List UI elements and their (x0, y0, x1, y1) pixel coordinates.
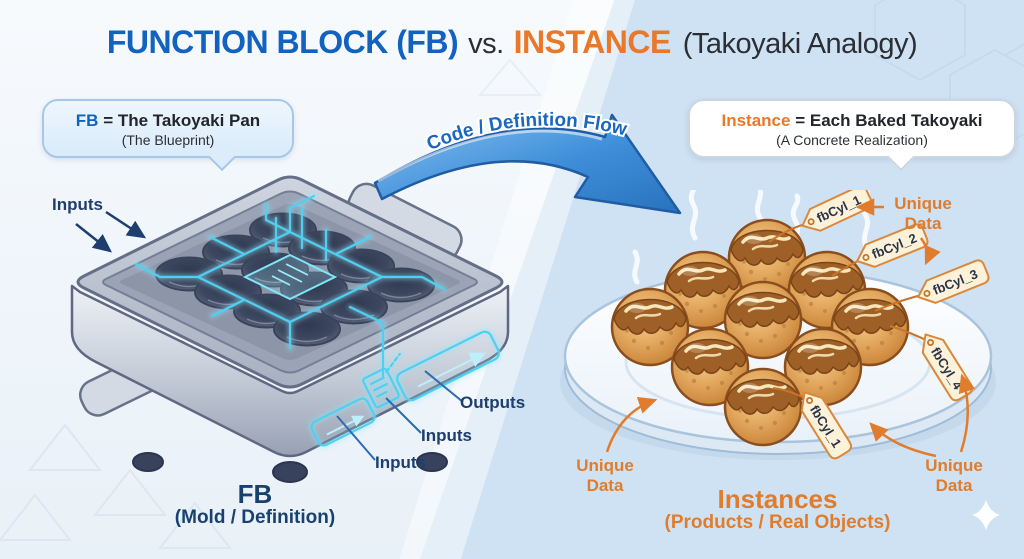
pan-inner-surface (120, 204, 460, 360)
instances-caption-title: Instances (717, 484, 838, 514)
fb-callout-bubble: FB = The Takoyaki Pan (The Blueprint) (42, 99, 294, 172)
title-vs: vs. (468, 28, 504, 60)
inputs-label-bottom: Inputs (375, 453, 426, 472)
instance-callout-subtitle: (A Concrete Realization) (776, 132, 928, 149)
pan-rim (102, 190, 478, 374)
unique-data-label-left: Unique Data (576, 456, 634, 495)
instance-callout-bubble: Instance = Each Baked Takoyaki (A Concre… (688, 99, 1016, 172)
instance-callout-text: Instance = Each Baked Takoyaki (702, 110, 1002, 131)
unique-data-label-right: Unique Data (925, 456, 983, 495)
title-suffix: (Takoyaki Analogy) (682, 28, 918, 60)
fb-callout-subtitle: (The Blueprint) (121, 132, 215, 149)
pan-handle-right (347, 182, 463, 262)
page-title: FUNCTION BLOCK (FB) vs. INSTANCE (Takoya… (0, 24, 1024, 61)
pan-handle-left (78, 339, 196, 417)
fb-callout-text: FB = The Takoyaki Pan (56, 110, 280, 131)
instance-callout-equals: = Each Baked Takoyaki (795, 111, 983, 130)
inputs-label-mid: Inputs (421, 426, 472, 445)
fb-callout-equals: = The Takoyaki Pan (103, 111, 261, 130)
fb-caption-title: FB (237, 479, 273, 509)
fb-caption: FB (Mold / Definition) (130, 479, 380, 529)
instances-caption: Instances (Products / Real Objects) (640, 484, 915, 534)
outputs-label: Outputs (460, 393, 526, 412)
title-function-block: FUNCTION BLOCK (FB) (106, 24, 459, 60)
instances-caption-subtitle: (Products / Real Objects) (664, 512, 891, 534)
inputs-label-top: Inputs (52, 195, 103, 214)
fb-caption-subtitle: (Mold / Definition) (174, 507, 336, 529)
circuit-chip-icon (242, 253, 338, 301)
instance-callout-term: Instance (721, 111, 791, 130)
title-instance: INSTANCE (513, 24, 672, 60)
unique-data-label-top: Unique Data (894, 194, 952, 233)
pan-top-plate (76, 175, 504, 389)
fb-callout-term: FB (75, 111, 99, 130)
pan-mold-holes (155, 212, 435, 347)
inputs-arrows (75, 210, 147, 253)
